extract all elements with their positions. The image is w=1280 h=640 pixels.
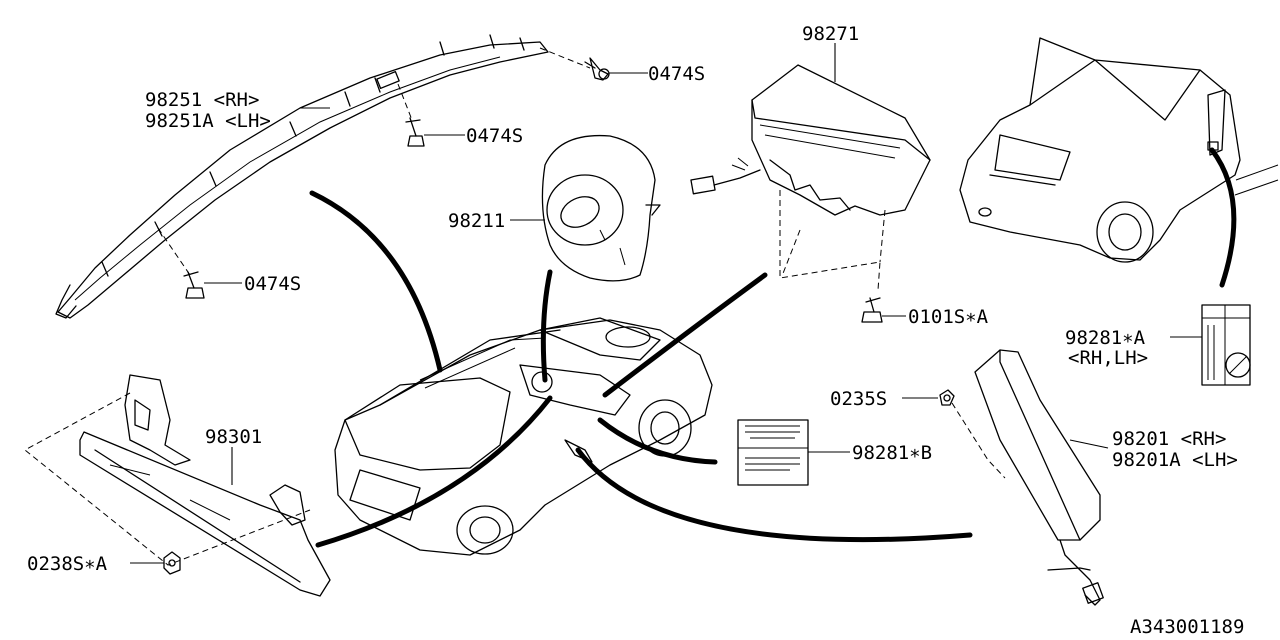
- label-sticker-98281a[interactable]: [1201, 304, 1251, 386]
- car-main-view: [334, 317, 713, 556]
- label-98201a: 98201A <LH>: [1112, 449, 1238, 471]
- side-airbag-98201[interactable]: [974, 349, 1104, 606]
- knee-airbag-98301[interactable]: [79, 374, 331, 597]
- dash-98301-outline: [24, 392, 311, 566]
- driver-airbag-98211[interactable]: [541, 134, 661, 282]
- label-98281b: 98281∗B: [852, 442, 932, 464]
- nut-0235s[interactable]: [939, 389, 955, 406]
- nut-0238s[interactable]: [163, 551, 181, 575]
- dash-98251-lowbolt: [157, 227, 191, 276]
- dash-98251-topbolt: [539, 47, 591, 69]
- callout-curve-98271: [602, 272, 768, 398]
- callout-curve-98211: [540, 269, 553, 383]
- label-0474s-mid: 0474S: [466, 125, 523, 147]
- label-98281a-sides: <RH,LH>: [1068, 347, 1148, 369]
- passenger-airbag-98271[interactable]: [690, 64, 931, 216]
- callout-curve-98281a: [1209, 147, 1237, 288]
- label-98301: 98301: [205, 426, 262, 448]
- diagram-id: A343001189: [1130, 616, 1244, 638]
- bolt-0101s[interactable]: [861, 297, 883, 323]
- label-0101s: 0101S∗A: [908, 306, 989, 328]
- label-98251a: 98251A <LH>: [145, 110, 271, 132]
- label-98201: 98201 <RH>: [1112, 428, 1226, 450]
- leader-98201: [1069, 439, 1109, 449]
- label-98211: 98211: [448, 210, 505, 232]
- curtain-airbag-98251[interactable]: [55, 34, 549, 319]
- label-0474s-low: 0474S: [244, 273, 301, 295]
- bolt-0474s-top[interactable]: [584, 57, 610, 81]
- dash-98201-nut: [951, 402, 1006, 479]
- label-sticker-98281b[interactable]: [737, 419, 809, 486]
- car-front-view-topright: [959, 37, 1279, 263]
- label-98281a: 98281∗A: [1065, 327, 1146, 349]
- dash-98271-bracket: [779, 190, 881, 291]
- label-0238s: 0238S∗A: [27, 553, 108, 575]
- callout-curve-98251: [309, 190, 443, 373]
- bolt-0474s-mid[interactable]: [405, 117, 425, 147]
- label-0474s-top: 0474S: [648, 63, 705, 85]
- label-0235s: 0235S: [830, 388, 887, 410]
- bolt-0474s-low[interactable]: [183, 271, 205, 299]
- callout-curve-98281b: [597, 417, 718, 465]
- dash-98271-bracket-2: [781, 209, 886, 277]
- label-98251: 98251 <RH>: [145, 89, 259, 111]
- label-98271: 98271: [802, 23, 859, 45]
- callout-curve-98201: [575, 447, 973, 543]
- callout-curve-98301: [315, 395, 553, 548]
- dash-98251-bolt: [397, 83, 413, 121]
